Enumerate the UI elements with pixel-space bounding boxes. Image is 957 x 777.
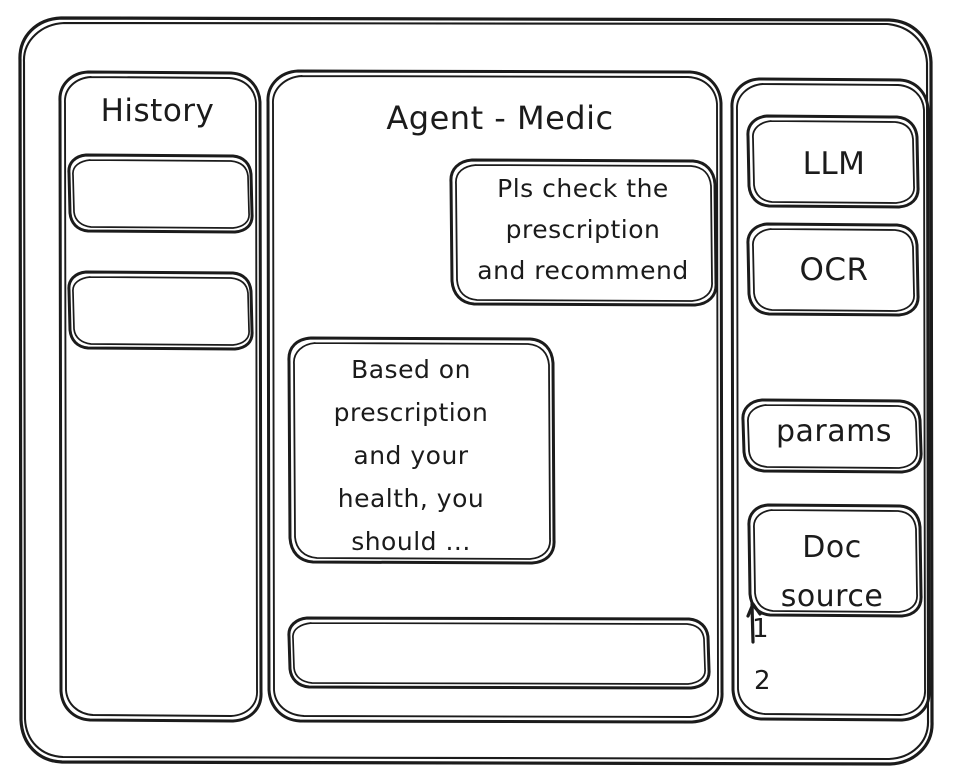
llm-button[interactable]	[747, 116, 919, 208]
user-message-text: Pls check the prescription and recommend	[477, 174, 689, 285]
params-button[interactable]	[742, 400, 922, 473]
history-panel-title: History	[100, 93, 215, 129]
composer-input[interactable]	[288, 617, 710, 689]
doc-source-item-2[interactable]: 2	[754, 666, 772, 696]
doc-source-button[interactable]	[748, 505, 922, 617]
main-panel-title: Agent - Medic	[386, 99, 614, 137]
params-button-label: params	[776, 414, 892, 449]
ocr-button-label: OCR	[799, 252, 869, 288]
llm-button-label: LLM	[802, 146, 866, 182]
ocr-button[interactable]	[747, 224, 919, 316]
agent-message-text: Based on prescription and your health, y…	[333, 355, 489, 556]
history-item-1[interactable]	[69, 155, 253, 233]
doc-source-label: Doc source	[780, 530, 884, 614]
history-item-2[interactable]	[69, 272, 253, 350]
doc-source-item-1[interactable]: 1	[752, 614, 770, 644]
